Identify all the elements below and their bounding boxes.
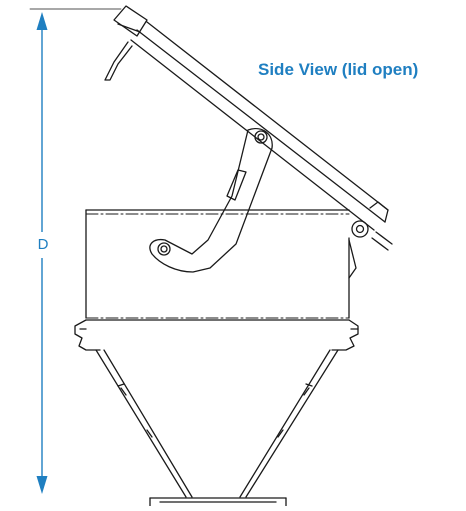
flange-left xyxy=(74,319,101,351)
lid-tab xyxy=(104,41,133,81)
flange-right xyxy=(331,319,359,351)
lid-handle xyxy=(113,5,148,37)
outlet xyxy=(149,497,287,507)
hopper-body xyxy=(85,209,357,321)
linkage-arm xyxy=(149,128,369,273)
dimension-label: D xyxy=(37,236,49,253)
hopper-cone xyxy=(95,349,339,498)
view-title: Side View (lid open) xyxy=(258,60,419,79)
dimension-arrow-up xyxy=(36,12,48,30)
lid xyxy=(104,5,393,251)
dimension-line-d xyxy=(36,12,48,494)
dimension-arrow-down xyxy=(36,476,48,494)
